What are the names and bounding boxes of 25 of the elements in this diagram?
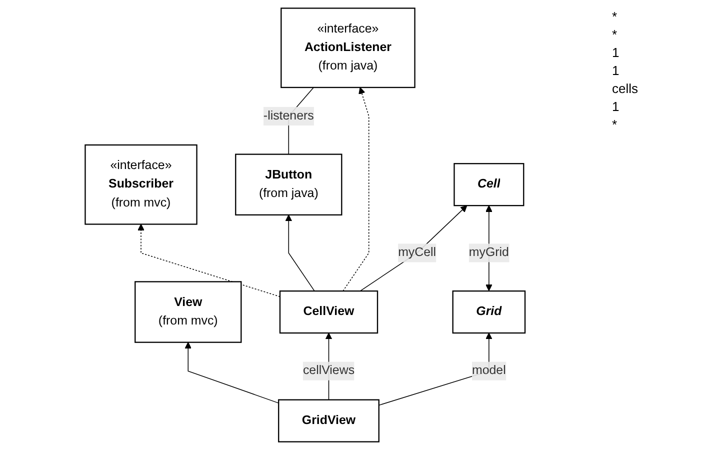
multiplicity-label: * <box>612 27 618 42</box>
multiplicity-label: 1 <box>612 45 620 60</box>
node-box: View (from mvc) <box>134 281 242 343</box>
arrow <box>137 224 280 298</box>
edge-label: myCell <box>398 246 436 260</box>
multiplicity-label: * <box>612 9 618 24</box>
multiplicity-label: * <box>612 117 618 132</box>
node-box: CellView <box>279 290 378 334</box>
edge-label: -listeners <box>263 109 314 122</box>
edge-label: cellViews <box>302 364 354 378</box>
arrow <box>285 214 315 292</box>
multiplicity-label: 1 <box>612 99 620 114</box>
arrow <box>342 87 370 292</box>
node-box: «interface» Subscriber (from mvc) <box>84 144 198 225</box>
node-box: JButton (from java) <box>234 154 342 216</box>
edge-label: model <box>472 364 506 378</box>
arrow <box>360 205 468 292</box>
node-box: Grid <box>452 290 526 334</box>
multiplicity-label: 1 <box>612 63 620 78</box>
node-box: Cell <box>454 163 524 206</box>
edge-label: myGrid <box>468 246 509 260</box>
node-box: «interface» ActionListener (from java) <box>280 8 416 88</box>
multiplicity-label: cells <box>612 81 640 96</box>
arrow <box>184 342 279 404</box>
node-box: GridView <box>278 399 380 442</box>
